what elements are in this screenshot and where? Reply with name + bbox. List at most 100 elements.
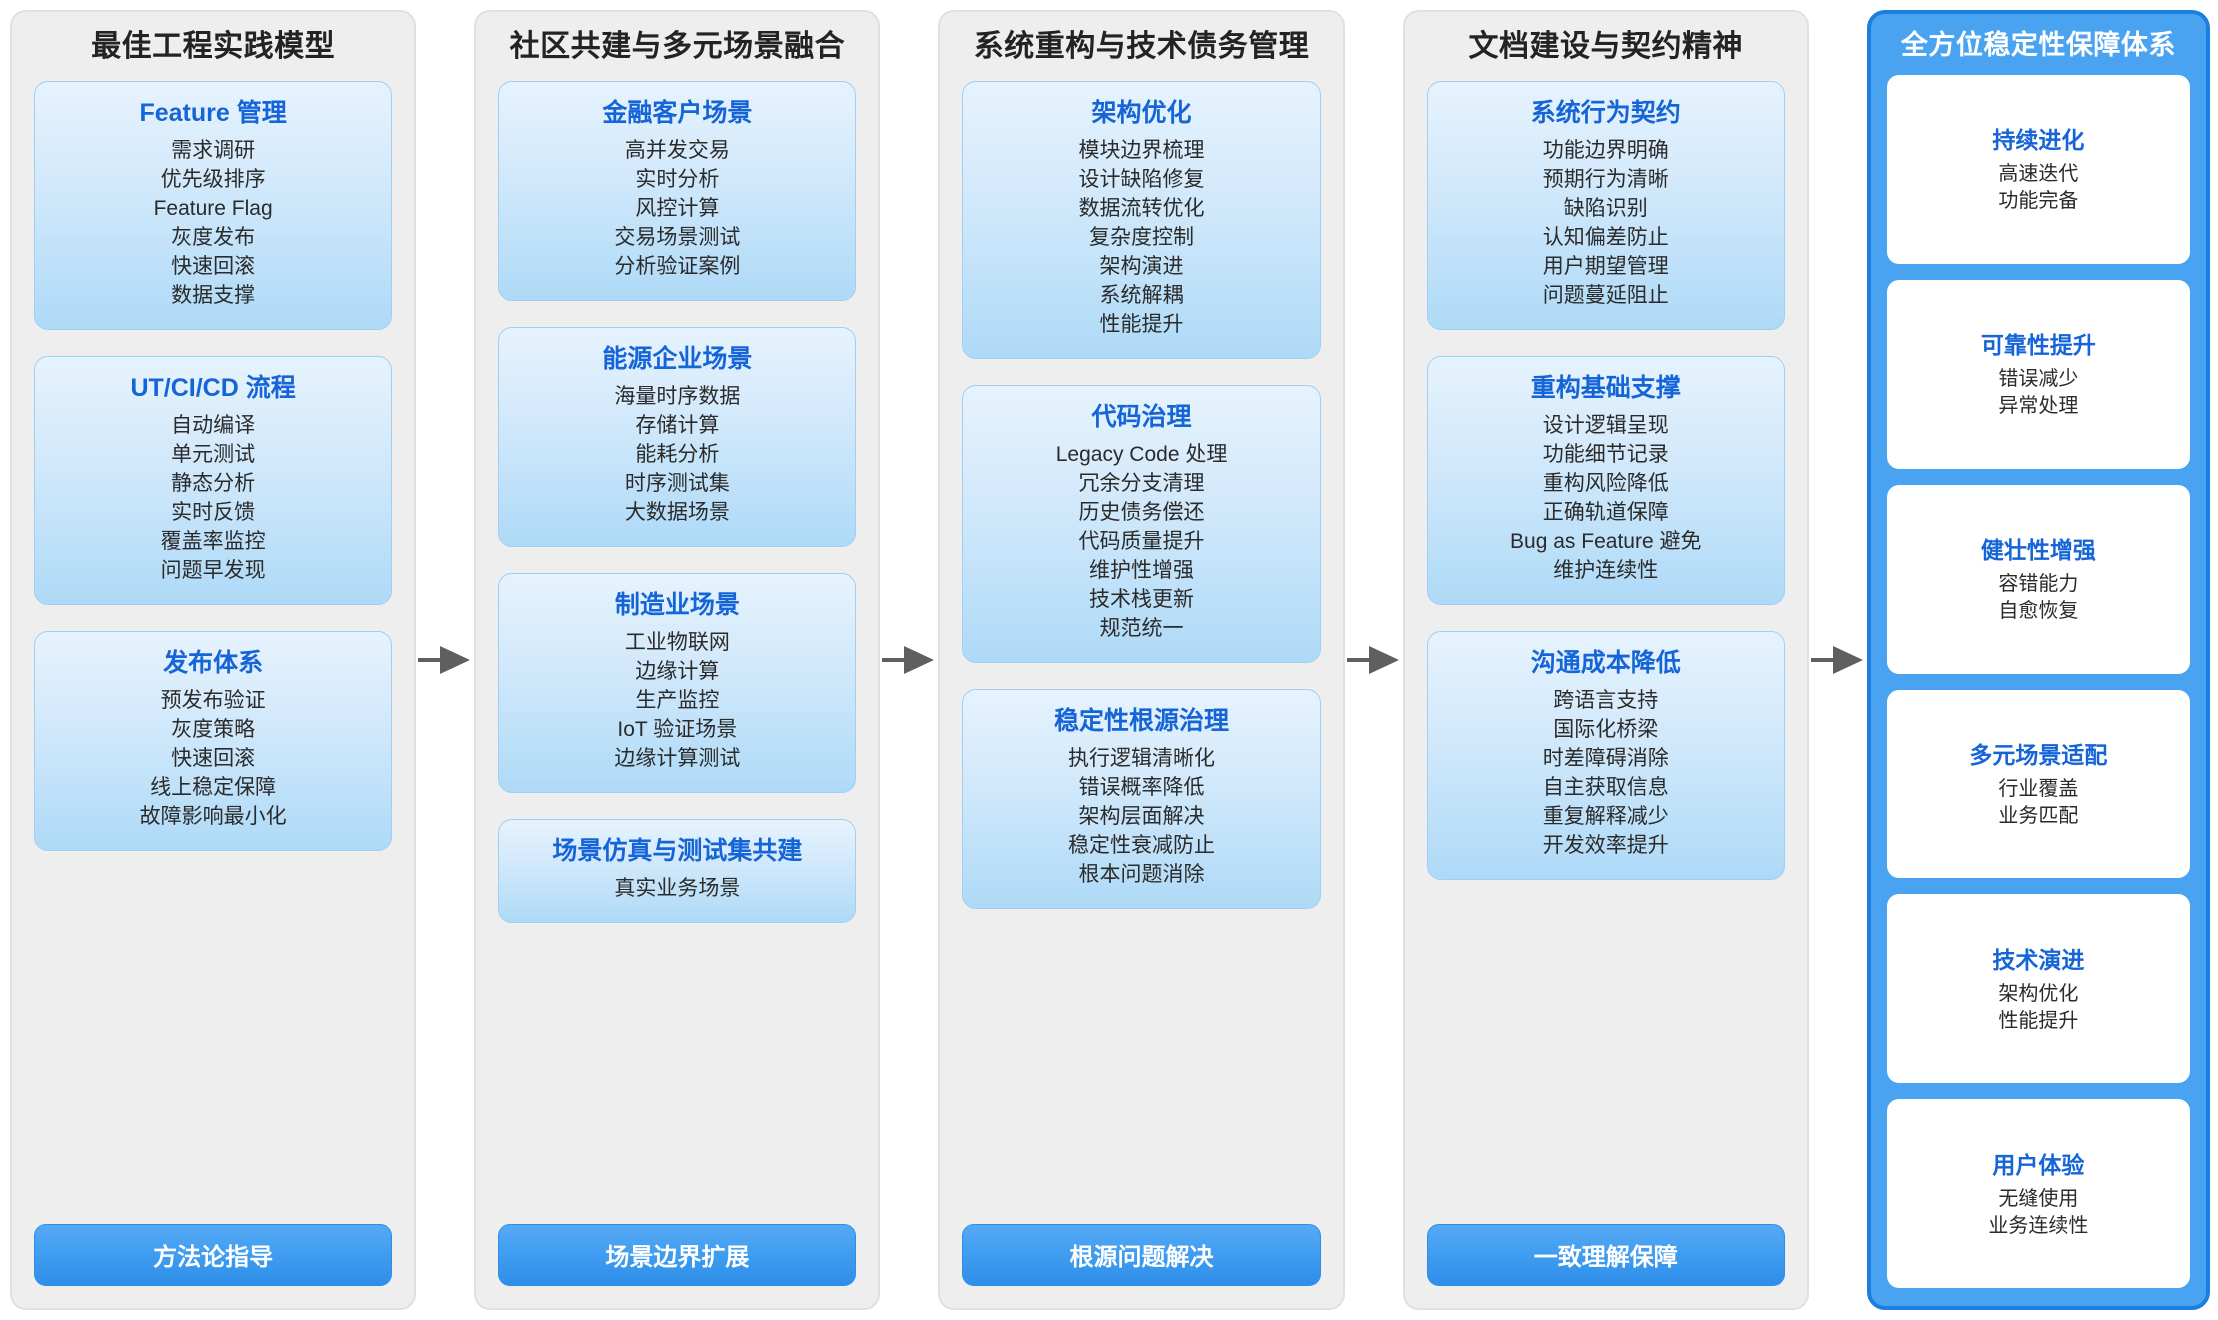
stage-card-item: 时序测试集	[624, 471, 730, 495]
final-card-item: 自愈恢复	[1998, 600, 2079, 623]
stage-card-title: 稳定性根源治理	[1054, 706, 1230, 735]
stage-card-item: Bug as Feature 避免	[1510, 529, 1702, 553]
stage-card-item: 功能边界明确	[1542, 138, 1669, 162]
stage-card-item: 模块边界梳理	[1078, 138, 1205, 162]
stage-card-item: 复杂度控制	[1089, 225, 1195, 249]
stage-outcome-badge[interactable]: 方法论指导	[34, 1224, 393, 1286]
stage-outcome-badge[interactable]: 场景边界扩展	[498, 1224, 857, 1286]
stage-card-item: 规范统一	[1099, 616, 1184, 640]
stage-card-item: 维护性增强	[1089, 558, 1195, 582]
flow-arrow-connector	[1345, 6, 1403, 1314]
stage-card-item: 真实业务场景	[614, 877, 741, 901]
final-card-item: 功能完备	[1998, 190, 2079, 213]
final-card: 技术演进架构优化性能提升	[1886, 894, 2190, 1084]
stage-card-item: 根本问题消除	[1078, 862, 1205, 886]
stage-card-item: 边缘计算	[635, 659, 720, 683]
stage-title: 最佳工程实践模型	[91, 30, 336, 63]
final-card-item: 高速迭代	[1998, 163, 2079, 186]
stage-card-item: 优先级排序	[160, 167, 266, 191]
stage-card-item: 灰度发布	[171, 225, 256, 249]
flow-arrow-connector	[1809, 6, 1867, 1314]
stage-card-item: 预发布验证	[160, 688, 266, 712]
stage-card: 场景仿真与测试集共建真实业务场景	[498, 818, 857, 923]
final-outcome-panel: 全方位稳定性保障体系持续进化高速迭代功能完备可靠性提升错误减少异常处理健壮性增强…	[1866, 10, 2210, 1310]
stage-card: 能源企业场景海量时序数据存储计算能耗分析时序测试集大数据场景	[498, 326, 857, 547]
stage-card-item: 开发效率提升	[1542, 833, 1669, 857]
stage-card: 沟通成本降低跨语言支持国际化桥梁时差障碍消除自主获取信息重复解释减少开发效率提升	[1426, 630, 1785, 880]
stage-card-item: 时差障碍消除	[1542, 746, 1669, 770]
stage-outcome-badge[interactable]: 根源问题解决	[962, 1224, 1321, 1286]
final-card-item: 错误减少	[1998, 368, 2079, 391]
final-card-title: 可靠性提升	[1980, 332, 2096, 359]
stage-card-item: 数据流转优化	[1078, 196, 1205, 220]
stage-card-item: 跨语言支持	[1553, 688, 1659, 712]
stage-card: UT/CI/CD 流程自动编译单元测试静态分析实时反馈覆盖率监控问题早发现	[34, 355, 393, 605]
stage-card-title: 制造业场景	[614, 590, 740, 619]
final-card-item: 业务匹配	[1998, 804, 2079, 827]
stage-card: 系统行为契约功能边界明确预期行为清晰缺陷识别认知偏差防止用户期望管理问题蔓延阻止	[1426, 80, 1785, 330]
stage-card-title: 场景仿真与测试集共建	[552, 836, 803, 865]
final-card-item: 架构优化	[1998, 982, 2079, 1005]
final-card: 可靠性提升错误减少异常处理	[1886, 279, 2190, 469]
stage-card-item: 单元测试	[171, 442, 256, 466]
final-card-title: 用户体验	[1992, 1151, 2085, 1178]
arrow-right-icon	[1810, 646, 1863, 674]
stage-panel-2: 社区共建与多元场景融合金融客户场景高并发交易实时分析风控计算交易场景测试分析验证…	[474, 10, 881, 1310]
stage-card-item: 数据支撑	[171, 283, 256, 307]
stage-card-item: 能耗分析	[635, 442, 720, 466]
stage-card-item: 快速回滚	[171, 254, 256, 278]
stage-card-item: 重复解释减少	[1542, 804, 1669, 828]
stage-card-title: 系统行为契约	[1530, 98, 1681, 127]
stage-title: 文档建设与契约精神	[1468, 30, 1744, 63]
stage-card-item: 设计逻辑呈现	[1542, 413, 1669, 437]
stage-card-item: 问题蔓延阻止	[1542, 283, 1669, 307]
stage-card-item: 生产监控	[635, 688, 720, 712]
stage-card-item: 风控计算	[635, 196, 720, 220]
stage-card-item: 国际化桥梁	[1553, 717, 1659, 741]
stage-card: Feature 管理需求调研优先级排序 Feature Flag 灰度发布快速回滚数…	[34, 80, 393, 330]
stage-card-item: Feature Flag	[153, 196, 273, 220]
stage-card-title: 架构优化	[1091, 98, 1192, 127]
stage-card-title: 重构基础支撑	[1530, 373, 1681, 402]
arrow-right-icon	[1346, 646, 1399, 674]
stage-card-item: 覆盖率监控	[160, 529, 266, 553]
stage-panel-4: 文档建设与契约精神系统行为契约功能边界明确预期行为清晰缺陷识别认知偏差防止用户期…	[1402, 10, 1809, 1310]
stage-card-item: 自动编译	[171, 413, 256, 437]
stage-card-item: 设计缺陷修复	[1078, 167, 1205, 191]
stage-card-title: 沟通成本降低	[1530, 648, 1681, 677]
stage-card-item: 实时分析	[635, 167, 720, 191]
final-card-title: 持续进化	[1992, 127, 2085, 154]
stage-card-item: 需求调研	[171, 138, 256, 162]
flow-arrow-connector	[880, 6, 938, 1314]
final-card-item: 异常处理	[1998, 395, 2079, 418]
final-card-item: 行业覆盖	[1998, 777, 2079, 800]
stage-card-item: 正确轨道保障	[1542, 500, 1669, 524]
stage-card-item: 静态分析	[171, 471, 256, 495]
stage-card-item: 高并发交易	[624, 138, 730, 162]
final-card-item: 性能提升	[1998, 1009, 2079, 1032]
stage-card-item: 海量时序数据	[614, 384, 741, 408]
stage-card-item: IoT 验证场景	[617, 717, 738, 741]
stage-title: 社区共建与多元场景融合	[509, 30, 846, 63]
stage-card-item: 性能提升	[1099, 312, 1184, 336]
stage-outcome-badge[interactable]: 一致理解保障	[1426, 1224, 1785, 1286]
stage-card-title: Feature 管理	[139, 98, 287, 127]
final-panel-title: 全方位稳定性保障体系	[1900, 30, 2176, 60]
stage-card-item: 错误概率降低	[1078, 775, 1205, 799]
stage-card-list: 架构优化模块边界梳理设计缺陷修复数据流转优化复杂度控制架构演进系统解耦性能提升代…	[962, 80, 1321, 1199]
stage-card-item: 技术栈更新	[1089, 587, 1195, 611]
stage-card-item: 故障影响最小化	[139, 804, 287, 828]
stage-card-item: 自主获取信息	[1542, 775, 1669, 799]
stage-card: 稳定性根源治理执行逻辑清晰化错误概率降低架构层面解决稳定性衰减防止根本问题消除	[962, 688, 1321, 909]
arrow-right-icon	[882, 646, 935, 674]
stage-card-list: Feature 管理需求调研优先级排序 Feature Flag 灰度发布快速回滚数…	[34, 80, 393, 1199]
stage-card-item: 分析验证案例	[614, 254, 741, 278]
stage-card: 金融客户场景高并发交易实时分析风控计算交易场景测试分析验证案例	[498, 80, 857, 301]
stage-card-item: 问题早发现	[160, 558, 266, 582]
stage-card-item: Legacy Code 处理	[1055, 442, 1228, 466]
flow-arrow-connector	[416, 6, 474, 1314]
stage-card-item: 历史债务偿还	[1078, 500, 1205, 524]
